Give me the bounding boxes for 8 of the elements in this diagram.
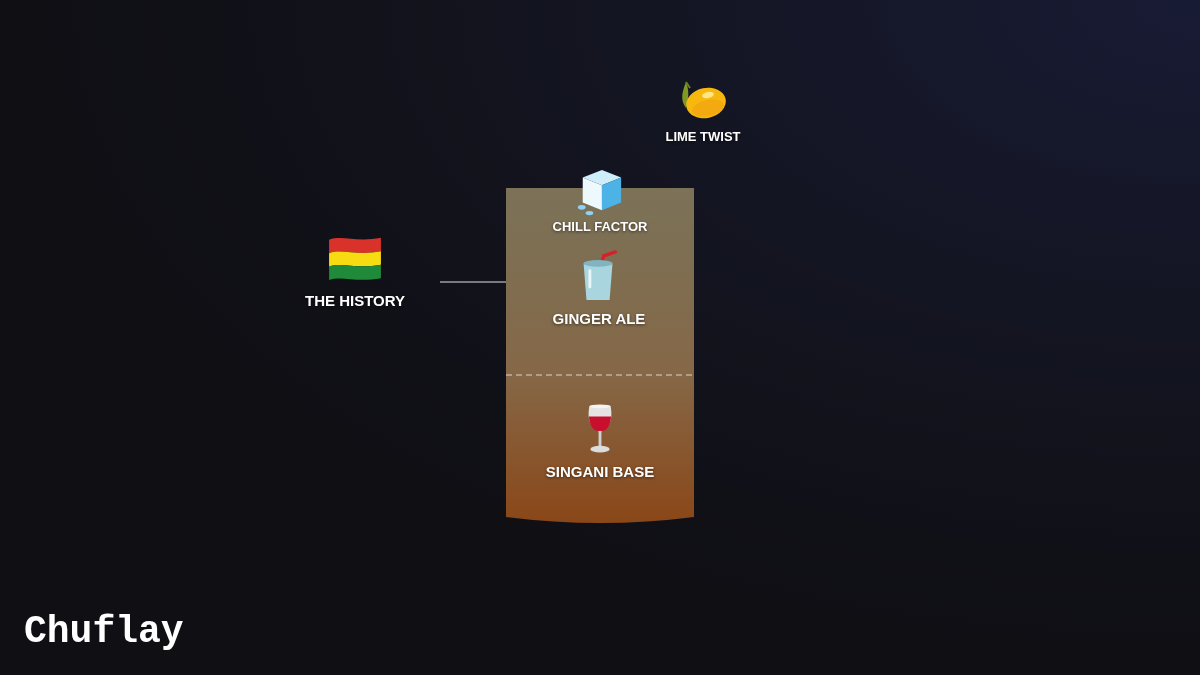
title: Chuflay (24, 609, 184, 655)
ingredient-label: CHILL FACTOR (552, 218, 648, 236)
node-label: GINGER ALE (552, 310, 646, 328)
node-label: THE HISTORY (305, 292, 405, 310)
connector-line (439, 281, 507, 283)
ingredient-label: LIME TWIST (665, 128, 741, 146)
glass-shape (506, 188, 694, 524)
node-label: SINGANI BASE (545, 463, 655, 481)
